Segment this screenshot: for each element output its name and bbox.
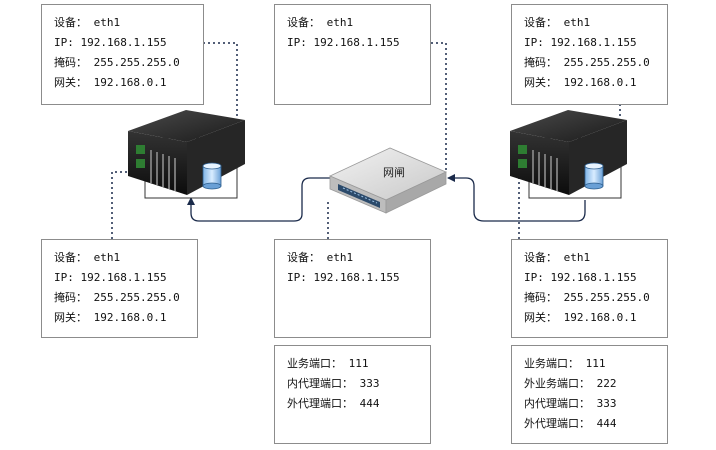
database-icon-right [584, 162, 604, 190]
server-right-icon [510, 110, 627, 199]
connector-bottom-left [111, 171, 145, 239]
port-line: 外代理端口： 444 [287, 397, 380, 410]
port-box-center: 业务端口： 111 内代理端口： 333 外代理端口： 444 [274, 345, 431, 444]
gateway-device-icon: 网闸 [329, 147, 447, 214]
port-line: 内代理端口： 333 [287, 377, 380, 390]
info-line: 设备： eth1 [524, 16, 591, 29]
info-line: IP: 192.168.1.155 [54, 271, 167, 284]
database-icon-left [202, 162, 222, 190]
info-line: 网关： 192.168.0.1 [524, 76, 637, 89]
info-line: 掩码： 255.255.255.0 [54, 56, 180, 69]
info-line: 网关： 192.168.0.1 [54, 76, 167, 89]
server-left-icon [128, 110, 245, 199]
port-line: 业务端口： 111 [524, 357, 606, 370]
info-box-bottom-left: 设备： eth1 IP: 192.168.1.155 掩码： 255.255.2… [41, 239, 198, 338]
port-line: 内代理端口： 333 [524, 397, 617, 410]
info-line: 设备： eth1 [54, 251, 121, 264]
port-line: 外代理端口： 444 [524, 417, 617, 430]
info-line: IP: 192.168.1.155 [54, 36, 167, 49]
info-line: IP: 192.168.1.155 [287, 36, 400, 49]
info-box-top-center: 设备： eth1 IP: 192.168.1.155 [274, 4, 431, 105]
info-box-top-left: 设备： eth1 IP: 192.168.1.155 掩码： 255.255.2… [41, 4, 204, 105]
info-line: 掩码： 255.255.255.0 [54, 291, 180, 304]
info-box-top-right: 设备： eth1 IP: 192.168.1.155 掩码： 255.255.2… [511, 4, 668, 105]
gateway-label: 网闸 [383, 166, 405, 179]
connector-top-center [431, 42, 447, 172]
info-line: 掩码： 255.255.255.0 [524, 56, 650, 69]
info-line: 设备： eth1 [287, 251, 354, 264]
port-line: 业务端口： 111 [287, 357, 369, 370]
connector-top-left [203, 42, 238, 140]
info-line: 掩码： 255.255.255.0 [524, 291, 650, 304]
arrow-gateway-to-left-server [187, 177, 330, 222]
port-box-right: 业务端口： 111 外业务端口： 222 内代理端口： 333 外代理端口： 4… [511, 345, 668, 444]
arrow-right-server-to-gateway [447, 174, 586, 222]
info-line: 设备： eth1 [287, 16, 354, 29]
info-box-bottom-right: 设备： eth1 IP: 192.168.1.155 掩码： 255.255.2… [511, 239, 668, 338]
info-box-bottom-center: 设备： eth1 IP: 192.168.1.155 [274, 239, 431, 338]
info-line: 网关： 192.168.0.1 [524, 311, 637, 324]
info-line: IP: 192.168.1.155 [524, 271, 637, 284]
info-line: IP: 192.168.1.155 [524, 36, 637, 49]
info-line: 设备： eth1 [524, 251, 591, 264]
info-line: 设备： eth1 [54, 16, 121, 29]
arrow-connectors [187, 174, 586, 222]
port-line: 外业务端口： 222 [524, 377, 617, 390]
info-line: 网关： 192.168.0.1 [54, 311, 167, 324]
info-line: IP: 192.168.1.155 [287, 271, 400, 284]
